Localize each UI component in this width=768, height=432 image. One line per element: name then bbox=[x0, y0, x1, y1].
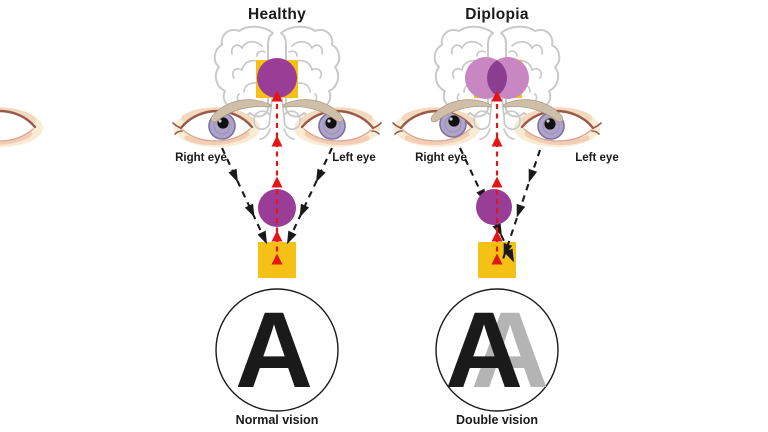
panel-title-healthy: Healthy bbox=[248, 6, 306, 23]
gaze-line-left-eye bbox=[282, 147, 333, 247]
fixation-object-circle bbox=[476, 189, 512, 225]
ghost-letter: A bbox=[471, 289, 549, 410]
right-eye-label: Right eye bbox=[175, 152, 227, 164]
left-eye-label: Left eye bbox=[332, 152, 375, 164]
right-eye-iris-deviated bbox=[439, 111, 467, 138]
gaze-line-left-eye bbox=[499, 149, 541, 263]
vision-caption: Normal vision bbox=[236, 413, 319, 427]
vision-result-circle bbox=[435, 288, 559, 412]
fixation-object-circle bbox=[258, 189, 296, 227]
vision-caption: Double vision bbox=[456, 413, 538, 427]
gaze-line-right-eye bbox=[221, 147, 272, 247]
vision-result-circle bbox=[215, 288, 339, 412]
seen-letter: A bbox=[445, 289, 523, 410]
visual-pathway-arrow bbox=[491, 90, 503, 265]
panel-title-diplopia: Diplopia bbox=[465, 6, 529, 23]
seen-letter: A bbox=[235, 289, 313, 410]
double-perceived-object bbox=[465, 57, 529, 99]
panel-healthy: Healthy Right eye bbox=[0, 6, 381, 427]
right-eye bbox=[0, 109, 43, 147]
left-eye-label: Left eye bbox=[575, 152, 618, 164]
visual-pathway-arrow bbox=[271, 90, 283, 265]
right-eye-label: Right eye bbox=[415, 152, 467, 164]
perceived-object-circle bbox=[257, 58, 297, 98]
panel-diplopia: Diplopia Ri bbox=[393, 6, 619, 427]
